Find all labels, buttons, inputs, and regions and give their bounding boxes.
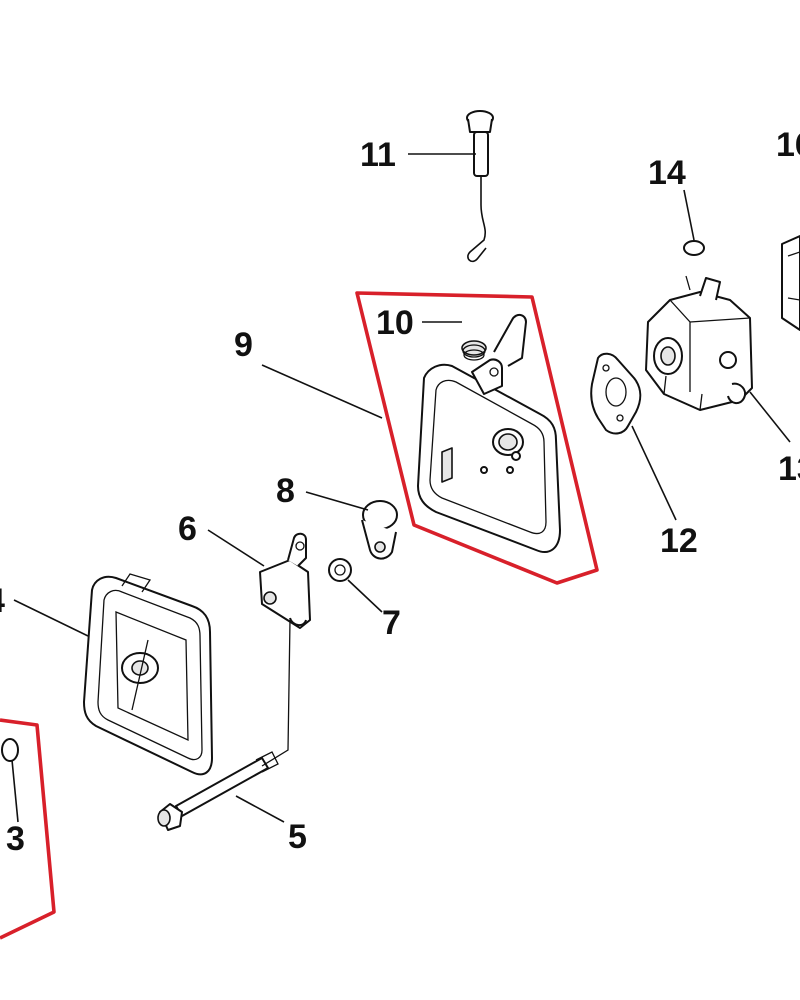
callout-6: 6 bbox=[178, 510, 197, 548]
washer-part-7 bbox=[328, 558, 352, 582]
callout-10: 10 bbox=[376, 304, 414, 342]
callout-9: 9 bbox=[234, 326, 253, 364]
callout-12: 12 bbox=[660, 522, 698, 560]
o-ring-part-3 bbox=[1, 738, 19, 762]
callout-16: 16 bbox=[776, 126, 800, 164]
bolt-part-5 bbox=[157, 619, 291, 831]
spring-part-10 bbox=[461, 340, 487, 361]
choke-rod-part-11 bbox=[466, 110, 494, 263]
air-filter-base-part-9 bbox=[417, 314, 561, 553]
gasket-part-12 bbox=[590, 352, 642, 435]
callout-labels: 11 10 9 8 6 7 4 5 3 12 14 13 16 bbox=[0, 126, 800, 858]
highlight-box-part-3 bbox=[0, 718, 56, 940]
o-ring-part-14 bbox=[683, 240, 705, 256]
callout-4: 4 bbox=[0, 582, 5, 620]
air-filter-cover-part-4 bbox=[83, 573, 213, 776]
callout-8: 8 bbox=[276, 472, 295, 510]
callout-13: 13 bbox=[778, 450, 800, 488]
callout-14: 14 bbox=[648, 154, 686, 192]
highlight-box-part-9 bbox=[355, 291, 599, 585]
insulator-part-16 bbox=[781, 235, 800, 331]
choke-shutter-part-8 bbox=[361, 500, 398, 560]
callout-11: 11 bbox=[360, 136, 396, 174]
bracket-part-6 bbox=[259, 532, 311, 629]
carburetor-part-13 bbox=[645, 275, 753, 411]
callout-3: 3 bbox=[6, 820, 25, 858]
callout-7: 7 bbox=[382, 604, 401, 642]
leader-lines bbox=[11, 153, 791, 823]
callout-5: 5 bbox=[288, 818, 307, 856]
